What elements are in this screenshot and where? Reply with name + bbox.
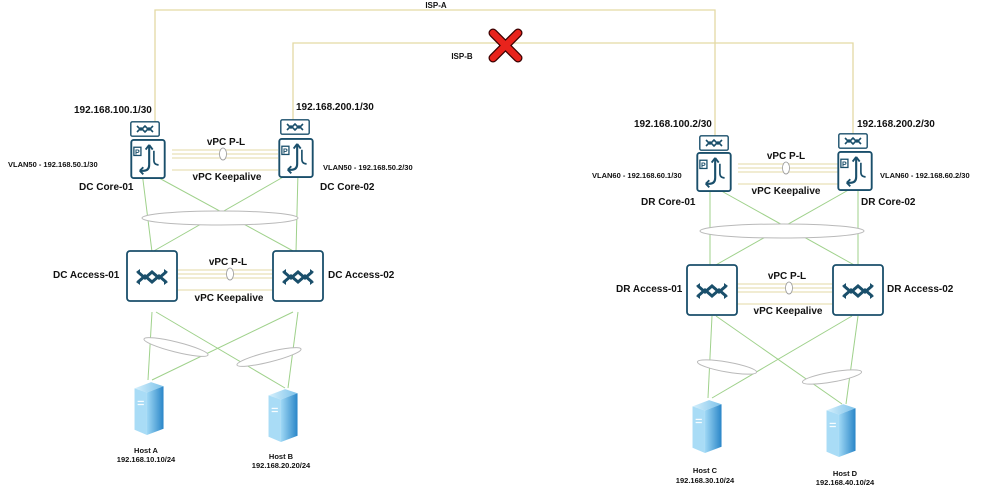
dr-access-downlinks <box>707 315 859 405</box>
dc-access-vpc-links <box>178 269 272 291</box>
isp-a-label: ISP-A <box>425 1 447 10</box>
dr-core-01-name: DR Core-01 <box>641 197 696 208</box>
dr-core-keepalive-label: vPC Keepalive <box>751 186 821 197</box>
dc-host-b-port-channel <box>236 347 302 367</box>
dc-core-01-name: DC Core-01 <box>79 182 134 193</box>
dc-core-01-module-icon <box>130 121 160 137</box>
dr-core-02-vlan-ip: VLAN60 - 192.168.60.2/30 <box>880 171 970 180</box>
dr-core-02[interactable] <box>837 133 873 191</box>
dr-core-peer-link-bundle <box>782 161 790 175</box>
dr-access-01-switch-icon[interactable] <box>686 264 738 316</box>
isp-a-link <box>154 9 716 137</box>
failure-x-icon <box>488 28 523 63</box>
dc-core-keepalive-label: vPC Keepalive <box>192 172 262 183</box>
host-a-server-icon[interactable] <box>134 382 164 435</box>
dc-access-keepalive-label: vPC Keepalive <box>194 293 264 304</box>
dr-core-01-vlan-ip: VLAN60 - 192.168.60.1/30 <box>592 171 682 180</box>
dc-core-port-channel <box>141 210 299 226</box>
dr-access-02-switch-icon[interactable] <box>832 264 884 316</box>
dc-access-peer-link-bundle <box>226 267 234 281</box>
host-a-name: Host A <box>134 446 158 455</box>
dc-core-peer-link-bundle <box>219 147 227 161</box>
dr-access-keepalive-label: vPC Keepalive <box>753 306 823 317</box>
dr-core-01-module-icon <box>699 135 729 151</box>
dc-host-a-port-channel <box>143 337 209 357</box>
dc-core-02-vlan-ip: VLAN50 - 192.168.50.2/30 <box>323 163 413 172</box>
host-b-name: Host B <box>268 452 294 461</box>
host-c-server-icon[interactable] <box>692 400 722 453</box>
dc-core-01[interactable] <box>130 121 166 179</box>
host-d-ip: 192.168.40.10/24 <box>815 478 875 487</box>
dr-core-01-wan-ip: 192.168.100.2/30 <box>634 119 712 130</box>
dc-access-02-switch-icon[interactable] <box>272 250 324 302</box>
dr-access-vpc-links <box>737 283 832 305</box>
dr-access-peer-link-bundle <box>785 281 793 295</box>
dc-core-02-module-icon <box>280 119 310 135</box>
dc-core-01-vlan-ip: VLAN50 - 192.168.50.1/30 <box>8 160 98 169</box>
host-b-ip: 192.168.20.20/24 <box>251 461 311 470</box>
dc-access-downlinks <box>147 311 299 389</box>
dc-core-02-name: DC Core-02 <box>320 182 375 193</box>
dc-core-01-wan-ip: 192.168.100.1/30 <box>74 105 152 116</box>
dr-access-02-name: DR Access-02 <box>887 284 954 295</box>
dr-core-01-switch-icon <box>696 152 732 192</box>
dr-core-02-name: DR Core-02 <box>861 197 916 208</box>
dc-core-02-switch-icon <box>278 138 314 178</box>
dr-core-02-module-icon <box>838 133 868 149</box>
dr-core-02-wan-ip: 192.168.200.2/30 <box>857 119 935 130</box>
dc-access-01-name: DC Access-01 <box>53 270 120 281</box>
dr-access-01-name: DR Access-01 <box>616 284 683 295</box>
isp-b-link <box>292 42 854 135</box>
dc-access-01-switch-icon[interactable] <box>126 250 178 302</box>
isp-b-label: ISP-B <box>451 52 473 61</box>
dr-host-d-port-channel <box>801 369 863 385</box>
dc-access-peer-link-label: vPC P-L <box>208 257 248 268</box>
dc-core-01-switch-icon <box>130 139 166 179</box>
host-d-server-icon[interactable] <box>826 404 856 457</box>
host-c-name: Host C <box>692 466 718 475</box>
host-b-server-icon[interactable] <box>268 389 298 442</box>
dr-host-c-port-channel <box>696 359 758 375</box>
dc-access-02-name: DC Access-02 <box>328 270 395 281</box>
dc-core-peer-link-label: vPC P-L <box>206 137 246 148</box>
host-d-name: Host D <box>832 469 858 478</box>
dr-core-port-channel <box>699 223 865 239</box>
dr-access-peer-link-label: vPC P-L <box>767 271 807 282</box>
dr-core-02-switch-icon <box>837 151 873 191</box>
dr-core-peer-link-label: vPC P-L <box>766 151 806 162</box>
host-a-ip: 192.168.10.10/24 <box>116 455 176 464</box>
dr-core-01[interactable] <box>696 135 732 192</box>
dc-core-02-wan-ip: 192.168.200.1/30 <box>296 102 374 113</box>
host-c-ip: 192.168.30.10/24 <box>675 476 735 485</box>
dc-core-02[interactable] <box>278 119 314 178</box>
